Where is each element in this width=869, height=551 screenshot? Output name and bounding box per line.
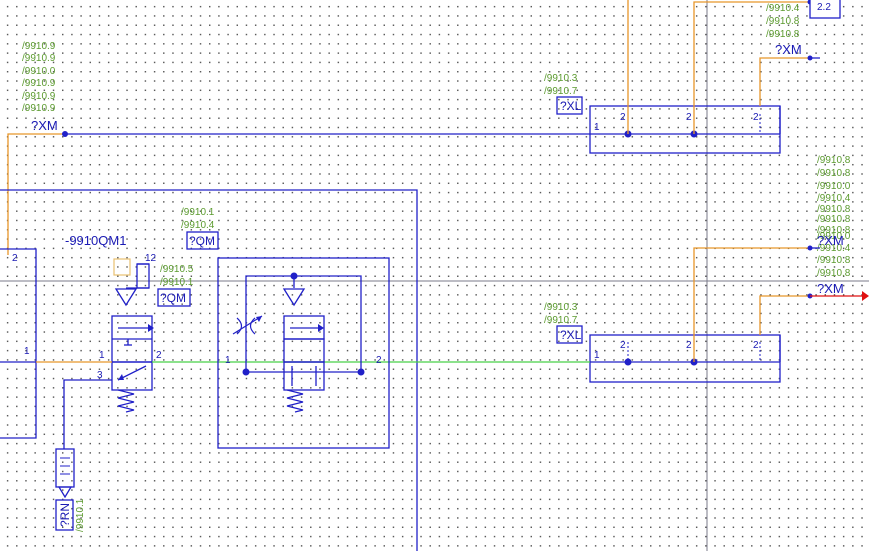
junction-dot [62, 131, 68, 137]
xl-bottom-ref-2: /9910.7 [544, 315, 578, 326]
svg-text:/9910.9: /9910.9 [22, 53, 56, 64]
orange-wire-up-3[interactable] [759, 57, 810, 106]
svg-text:/9910.0: /9910.0 [817, 181, 851, 192]
svg-text:12: 12 [145, 253, 157, 264]
rn-box[interactable] [55, 499, 74, 531]
qm-top-ref-2: /9910.4 [181, 220, 215, 231]
rn-label: ?RN [58, 503, 72, 527]
left-connector[interactable] [0, 248, 37, 439]
svg-text:/9910.8: /9910.8 [817, 255, 851, 266]
svg-text:/9910.9: /9910.9 [22, 103, 56, 114]
valve-spring-icon [117, 389, 135, 413]
svg-text:2: 2 [686, 112, 692, 123]
orange-wire-mid-2[interactable] [759, 295, 810, 335]
terminal-block-bottom[interactable] [589, 334, 781, 383]
right-refs: /9910.8 /9910.8 /9910.0 /9910.4 /9910.8 … [817, 155, 851, 279]
valve-actuator-icon [114, 288, 138, 307]
svg-text:1: 1 [24, 346, 30, 357]
svg-text:/9910.8: /9910.8 [817, 204, 851, 215]
valve-body-lower[interactable] [111, 361, 153, 391]
svg-text:2: 2 [686, 340, 692, 351]
xm-label-left[interactable]: ?XM [31, 118, 58, 133]
svg-text:/9910.8: /9910.8 [817, 268, 851, 279]
svg-text:/9910.9: /9910.9 [22, 91, 56, 102]
svg-text:1: 1 [594, 122, 600, 133]
top-left-refs: /9910.9 /9910.9 /9910.0 /9910.9 /9910.9 … [22, 41, 56, 114]
flow-valve-actuator-icon [282, 288, 306, 307]
svg-text:3: 3 [97, 370, 103, 381]
rn-ref: /9910.1 [75, 498, 86, 532]
svg-text:/9910.8: /9910.8 [817, 225, 851, 236]
svg-text:/9910.0: /9910.0 [817, 231, 851, 242]
svg-text:2: 2 [753, 340, 759, 351]
silencer-icon [55, 448, 75, 488]
throttle-icon [232, 315, 263, 335]
svg-text:/9910.4: /9910.4 [817, 243, 851, 254]
top-right-ref-2: /9910.8 [766, 16, 800, 27]
xl-bottom-box[interactable] [556, 325, 583, 344]
exhaust-line[interactable] [63, 379, 112, 449]
red-arrow-icon [862, 291, 869, 301]
svg-text:/9910.9: /9910.9 [22, 41, 56, 52]
xm-label-mid-right-1[interactable]: ?XM [817, 233, 844, 248]
valve-name: -9910QM1 [65, 233, 126, 248]
svg-text:2.2: 2.2 [817, 2, 831, 13]
orange-wire-up-2[interactable] [693, 1, 810, 134]
qm-valve-label: ?QM [160, 291, 186, 305]
svg-text:2: 2 [620, 340, 626, 351]
qm-top-label: ?QM [189, 234, 215, 248]
orange-wire-mid-1[interactable] [693, 247, 810, 362]
module-frame[interactable] [0, 189, 418, 551]
solenoid-coil-icon [113, 258, 131, 276]
solenoid-connector [136, 263, 150, 289]
orange-wire-left[interactable] [7, 133, 65, 255]
svg-text:2: 2 [620, 112, 626, 123]
xm-label-top-right[interactable]: ?XM [775, 42, 802, 57]
svg-text:/9910.0: /9910.0 [22, 66, 56, 77]
flow-control-box[interactable] [217, 257, 390, 449]
xl-bottom-ref-1: /9910.3 [544, 302, 578, 313]
svg-text:2: 2 [156, 350, 162, 361]
qm-valve-box[interactable] [157, 288, 191, 307]
svg-text:/9910.4: /9910.4 [817, 193, 851, 204]
svg-text:2: 2 [12, 253, 18, 264]
valve-ref-2: /9910.1 [160, 277, 194, 288]
terminal-block-top[interactable] [589, 105, 781, 154]
xl-top-label: ?XL [560, 99, 582, 113]
svg-text:/9910.8: /9910.8 [817, 214, 851, 225]
svg-text:2: 2 [753, 112, 759, 123]
svg-text:/9910.9: /9910.9 [22, 78, 56, 89]
svg-text:/9910.8: /9910.8 [817, 168, 851, 179]
terminal-top-right[interactable] [809, 0, 841, 19]
flow-valve-spring-icon [286, 389, 304, 413]
svg-text:/9910.8: /9910.8 [817, 155, 851, 166]
svg-text:1: 1 [225, 355, 231, 366]
xl-top-ref-1: /9910.3 [544, 73, 578, 84]
top-right-ref-3: /9910.8 [766, 29, 800, 40]
svg-text:1: 1 [99, 350, 105, 361]
flow-valve-lower[interactable] [283, 361, 325, 391]
xm-label-mid-right-2[interactable]: ?XM [817, 281, 844, 296]
top-right-ref-1: /9910.4 [766, 3, 800, 14]
svg-text:2: 2 [376, 355, 382, 366]
qm-top-box[interactable] [186, 231, 219, 250]
xl-top-box[interactable] [556, 96, 583, 115]
svg-text:1: 1 [594, 350, 600, 361]
qm-top-ref-1: /9910.1 [181, 207, 215, 218]
xl-top-ref-2: /9910.7 [544, 86, 578, 97]
valve-ref-1: /9910.5 [160, 264, 194, 275]
flow-valve-middle[interactable] [283, 338, 325, 363]
xl-bottom-label: ?XL [560, 328, 582, 342]
